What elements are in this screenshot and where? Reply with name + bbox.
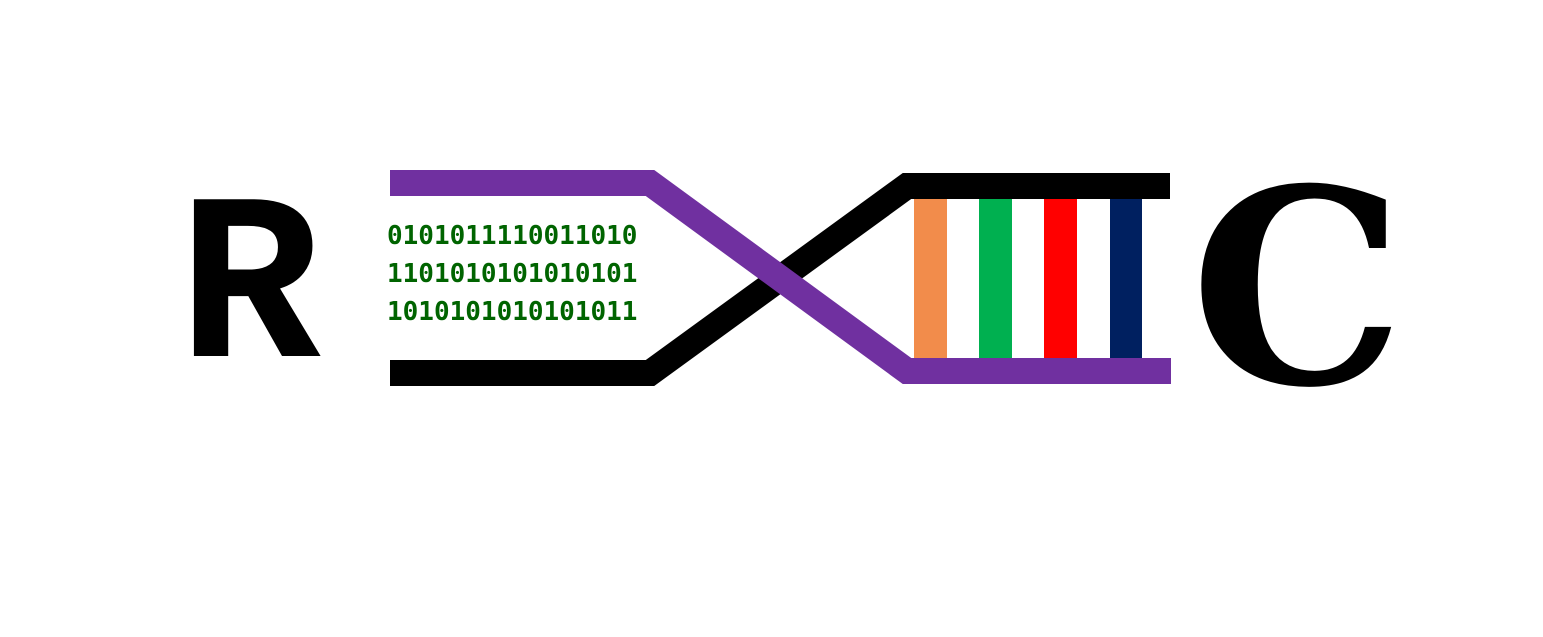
base-pair-navy — [1110, 196, 1142, 358]
binary-line: 0101011110011010 — [387, 221, 637, 251]
letter-r: R — [178, 159, 321, 428]
binary-line: 1010101010101011 — [387, 297, 637, 327]
base-pair-orange — [914, 196, 947, 358]
binary-line: 1101010101010101 — [387, 259, 637, 289]
base-pair-green — [979, 196, 1012, 358]
base-pair-red — [1044, 196, 1077, 358]
binary-code: 0101011110011010 1101010101010101 101010… — [387, 221, 637, 327]
purple-strand — [390, 170, 1171, 384]
base-pairs — [914, 196, 1142, 358]
letter-c: C — [1190, 129, 1405, 447]
